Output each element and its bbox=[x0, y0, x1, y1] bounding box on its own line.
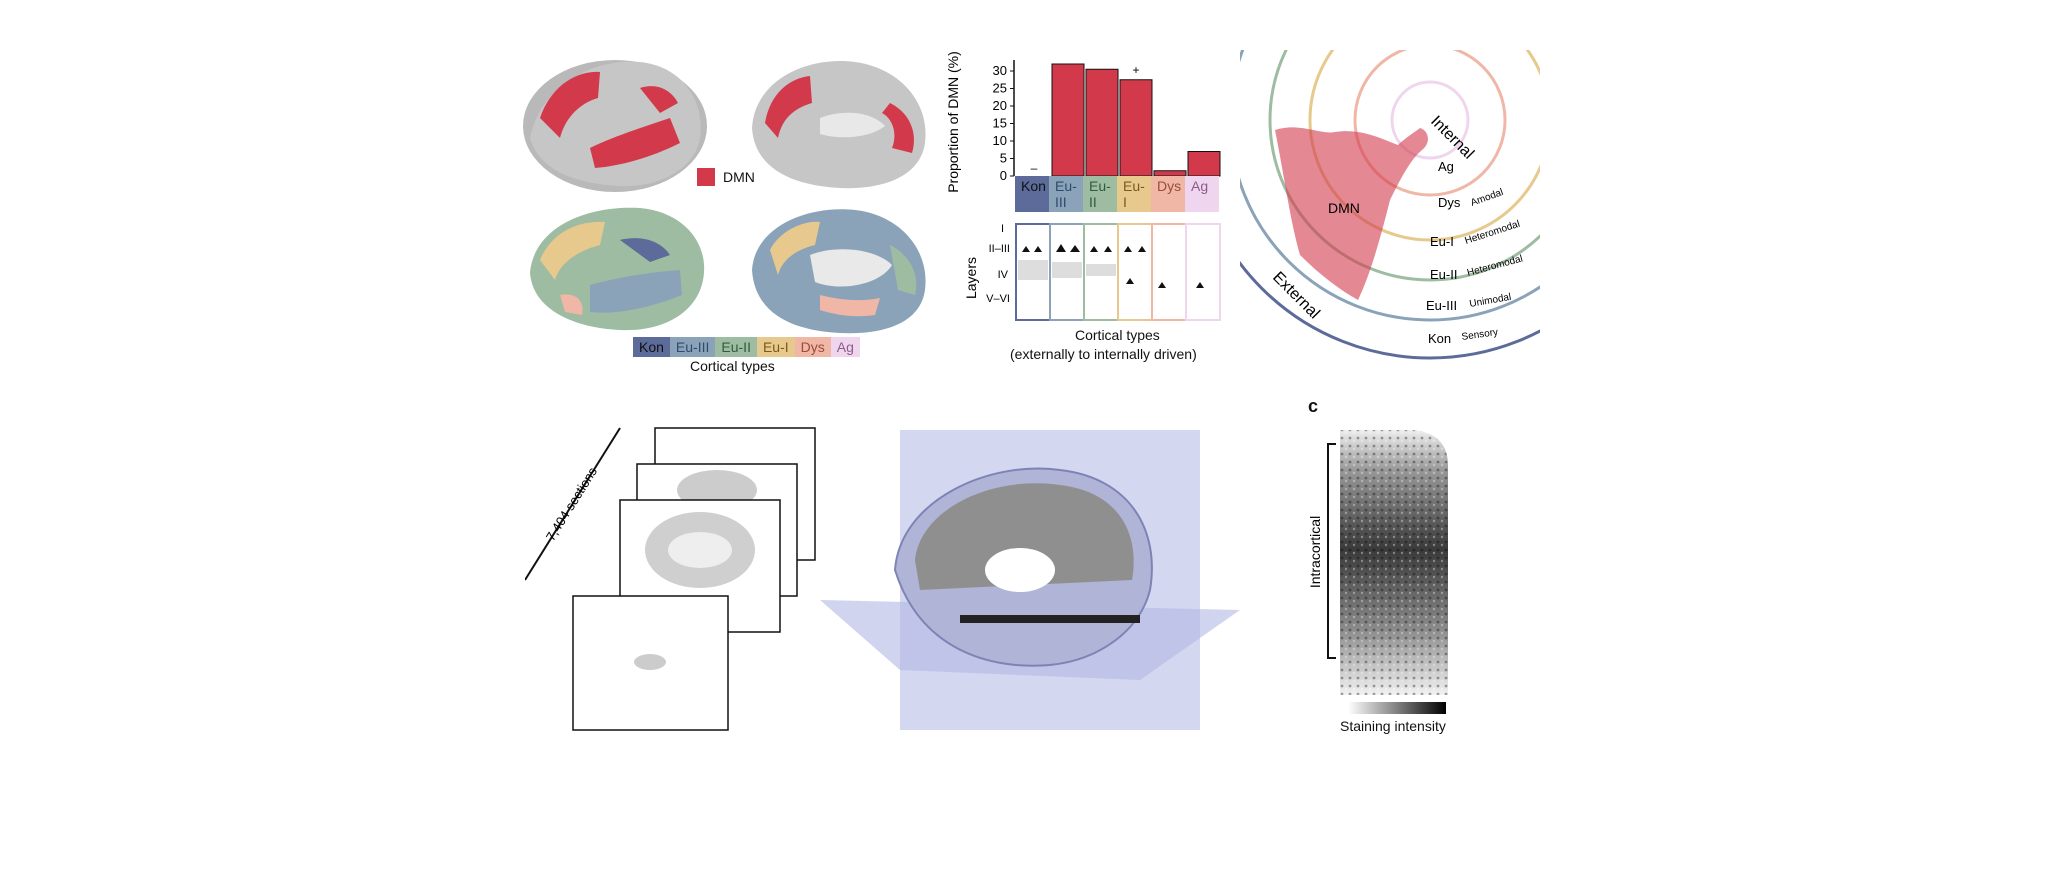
ring-dys: Dys bbox=[1438, 195, 1461, 210]
y-tick-label: 20 bbox=[993, 98, 1007, 113]
ring-eu3-desc: Unimodal bbox=[1469, 292, 1513, 310]
bar-ag bbox=[1187, 151, 1221, 177]
bar-eu-iii bbox=[1051, 63, 1085, 177]
dmn-legend-label: DMN bbox=[723, 169, 755, 185]
cat-dys: Dys bbox=[1151, 176, 1185, 212]
bars: –+ bbox=[1031, 63, 1221, 177]
layer-row-1: I bbox=[1001, 223, 1004, 235]
y-tick-label: 0 bbox=[1000, 168, 1007, 183]
type-eu2: Eu-II bbox=[715, 337, 757, 357]
ring-kon: Kon bbox=[1428, 331, 1451, 346]
ring-eu2-desc: Heteromodal bbox=[1466, 253, 1524, 278]
cat-ag: Ag bbox=[1185, 176, 1219, 212]
ring-eu2: Eu-II bbox=[1430, 267, 1457, 282]
type-eu1: Eu-I bbox=[756, 337, 795, 357]
ring-dys-desc: Amodal bbox=[1469, 187, 1505, 209]
dmn-swatch bbox=[697, 168, 715, 186]
intracortical-label: Intracortical bbox=[1307, 516, 1323, 588]
layer-row-2: II–III bbox=[989, 243, 1010, 255]
ring-ag: Ag bbox=[1438, 159, 1454, 174]
radial-dmn-label: DMN bbox=[1328, 200, 1360, 216]
ring-eu1: Eu-I bbox=[1430, 234, 1454, 249]
y-tick-label: 10 bbox=[993, 133, 1007, 148]
layers-caption-line2: (externally to internally driven) bbox=[1010, 346, 1197, 362]
bar-eu-i bbox=[1119, 79, 1153, 177]
cortical-type-brain-views bbox=[530, 207, 926, 334]
y-tick-label: 5 bbox=[1000, 151, 1007, 166]
type-dys: Dys bbox=[794, 337, 831, 357]
layer-row-4: V–VI bbox=[986, 293, 1010, 305]
radial-external-label: External bbox=[1269, 269, 1323, 323]
cat-kon: Kon bbox=[1015, 176, 1049, 212]
cortical-types-caption: Cortical types bbox=[690, 358, 775, 374]
staining-intensity-label: Staining intensity bbox=[1340, 718, 1446, 734]
type-eu3: Eu-III bbox=[669, 337, 716, 357]
layers-caption-line1: Cortical types bbox=[1075, 327, 1160, 343]
cat-eu3: Eu-III bbox=[1049, 176, 1083, 212]
bar-axes: 0 5 10 15 20 25 30 bbox=[993, 60, 1015, 183]
sections-count-label: 7,404 sections bbox=[543, 464, 600, 543]
y-axis-label: Proportion of DMN (%) bbox=[945, 52, 961, 193]
annotation-plus: + bbox=[1132, 63, 1139, 77]
layers-axis-label: Layers bbox=[963, 257, 979, 299]
cat-eu1: Eu-I bbox=[1117, 176, 1151, 212]
bar-category-labels: Kon Eu-III Eu-II Eu-I Dys Ag bbox=[1015, 176, 1219, 212]
staining-profile: Intracortical bbox=[1307, 430, 1448, 714]
bar-eu-ii bbox=[1085, 68, 1119, 177]
ring-kon-desc: Sensory bbox=[1461, 327, 1499, 343]
dmn-brain-views bbox=[523, 60, 926, 192]
y-tick-label: 30 bbox=[993, 63, 1007, 78]
layer-row-3: IV bbox=[998, 269, 1009, 281]
type-kon: Kon bbox=[633, 337, 670, 357]
layers-schematic: Layers I II–III IV V–VI bbox=[963, 223, 1221, 321]
dmn-legend: DMN bbox=[697, 168, 755, 186]
section-stack: 7,404 sections bbox=[525, 427, 816, 731]
y-tick-label: 25 bbox=[993, 81, 1007, 96]
cortical-types-legend: Kon Eu-III Eu-II Eu-I Dys Ag bbox=[633, 337, 860, 357]
panel-c-letter: c bbox=[1308, 396, 1319, 416]
type-ag: Ag bbox=[830, 337, 860, 357]
cat-eu2: Eu-II bbox=[1083, 176, 1117, 212]
annotation-minus: – bbox=[1031, 161, 1038, 175]
brain-3d-with-planes bbox=[820, 430, 1240, 730]
ring-eu3: Eu-III bbox=[1426, 298, 1457, 313]
y-tick-label: 15 bbox=[993, 116, 1007, 131]
radial-hierarchy-diagram: DMN Internal External Ag Dys Amodal Eu-I… bbox=[1240, 50, 1540, 360]
